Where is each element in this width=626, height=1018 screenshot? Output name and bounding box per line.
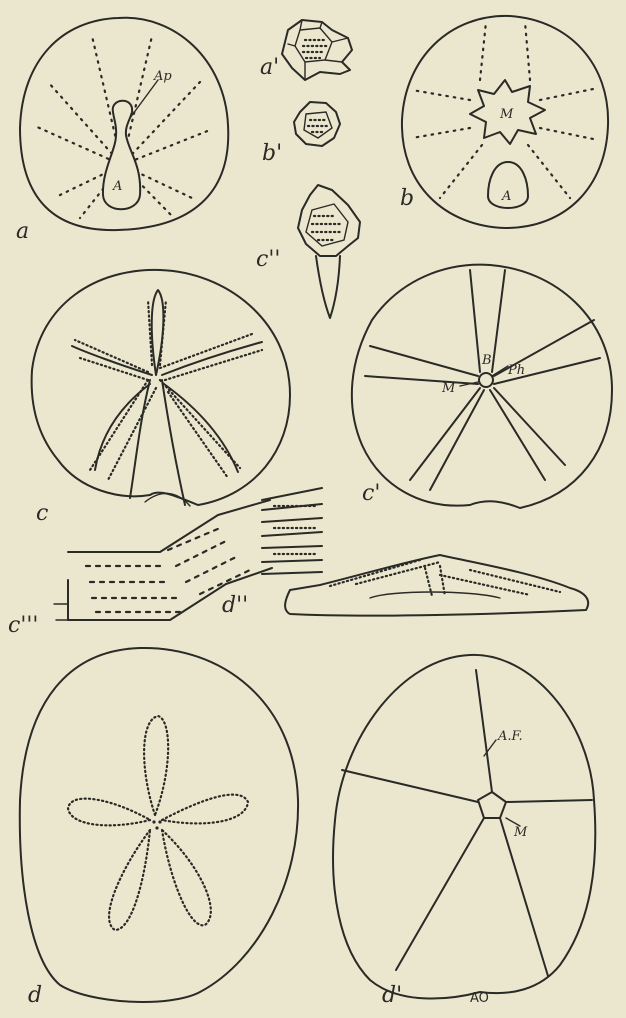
- label-b-c-prime: B: [481, 353, 492, 368]
- label-apical-system: Ap: [153, 69, 172, 84]
- figure-label-c-prime: c': [362, 481, 380, 506]
- figure-label-a: a: [16, 219, 29, 244]
- figure-d-prime-test: [333, 655, 595, 999]
- figure-a-test: [20, 18, 228, 230]
- figure-c-triple-prime-spine: [54, 488, 322, 620]
- label-ambulacral-furrow: A.F.: [497, 729, 523, 744]
- label-mouth-c-prime: M: [441, 381, 456, 396]
- figure-label-a-prime: a': [260, 55, 279, 80]
- figure-c-test: [32, 270, 290, 506]
- label-anal-opening-b: A: [501, 189, 511, 204]
- label-anal-opening-a: A: [112, 179, 122, 194]
- figure-label-d: d: [28, 983, 42, 1008]
- figure-label-c: c: [36, 501, 48, 526]
- figure-d-test: [20, 648, 298, 1002]
- figure-a-prime-apical: [282, 20, 352, 80]
- figure-label-d-double-prime: d'': [222, 593, 248, 618]
- figure-d-double-prime-profile: [285, 555, 588, 616]
- figure-label-c-double-prime: c'': [256, 247, 280, 272]
- figure-label-b-prime: b': [262, 141, 282, 166]
- figure-c-prime-test: [352, 265, 612, 508]
- label-mouth-b: M: [499, 107, 514, 122]
- figure-label-b: b: [400, 186, 414, 211]
- figure-label-d-prime: d': [382, 983, 402, 1008]
- label-ao: AO: [470, 991, 489, 1006]
- figure-b-prime-apical: [294, 102, 340, 146]
- figure-c-double-prime-apical: [298, 185, 360, 318]
- label-mouth-d-prime: M: [513, 825, 528, 840]
- figure-label-c-triple-prime: c''': [8, 613, 38, 638]
- label-ph: Ph: [507, 363, 525, 378]
